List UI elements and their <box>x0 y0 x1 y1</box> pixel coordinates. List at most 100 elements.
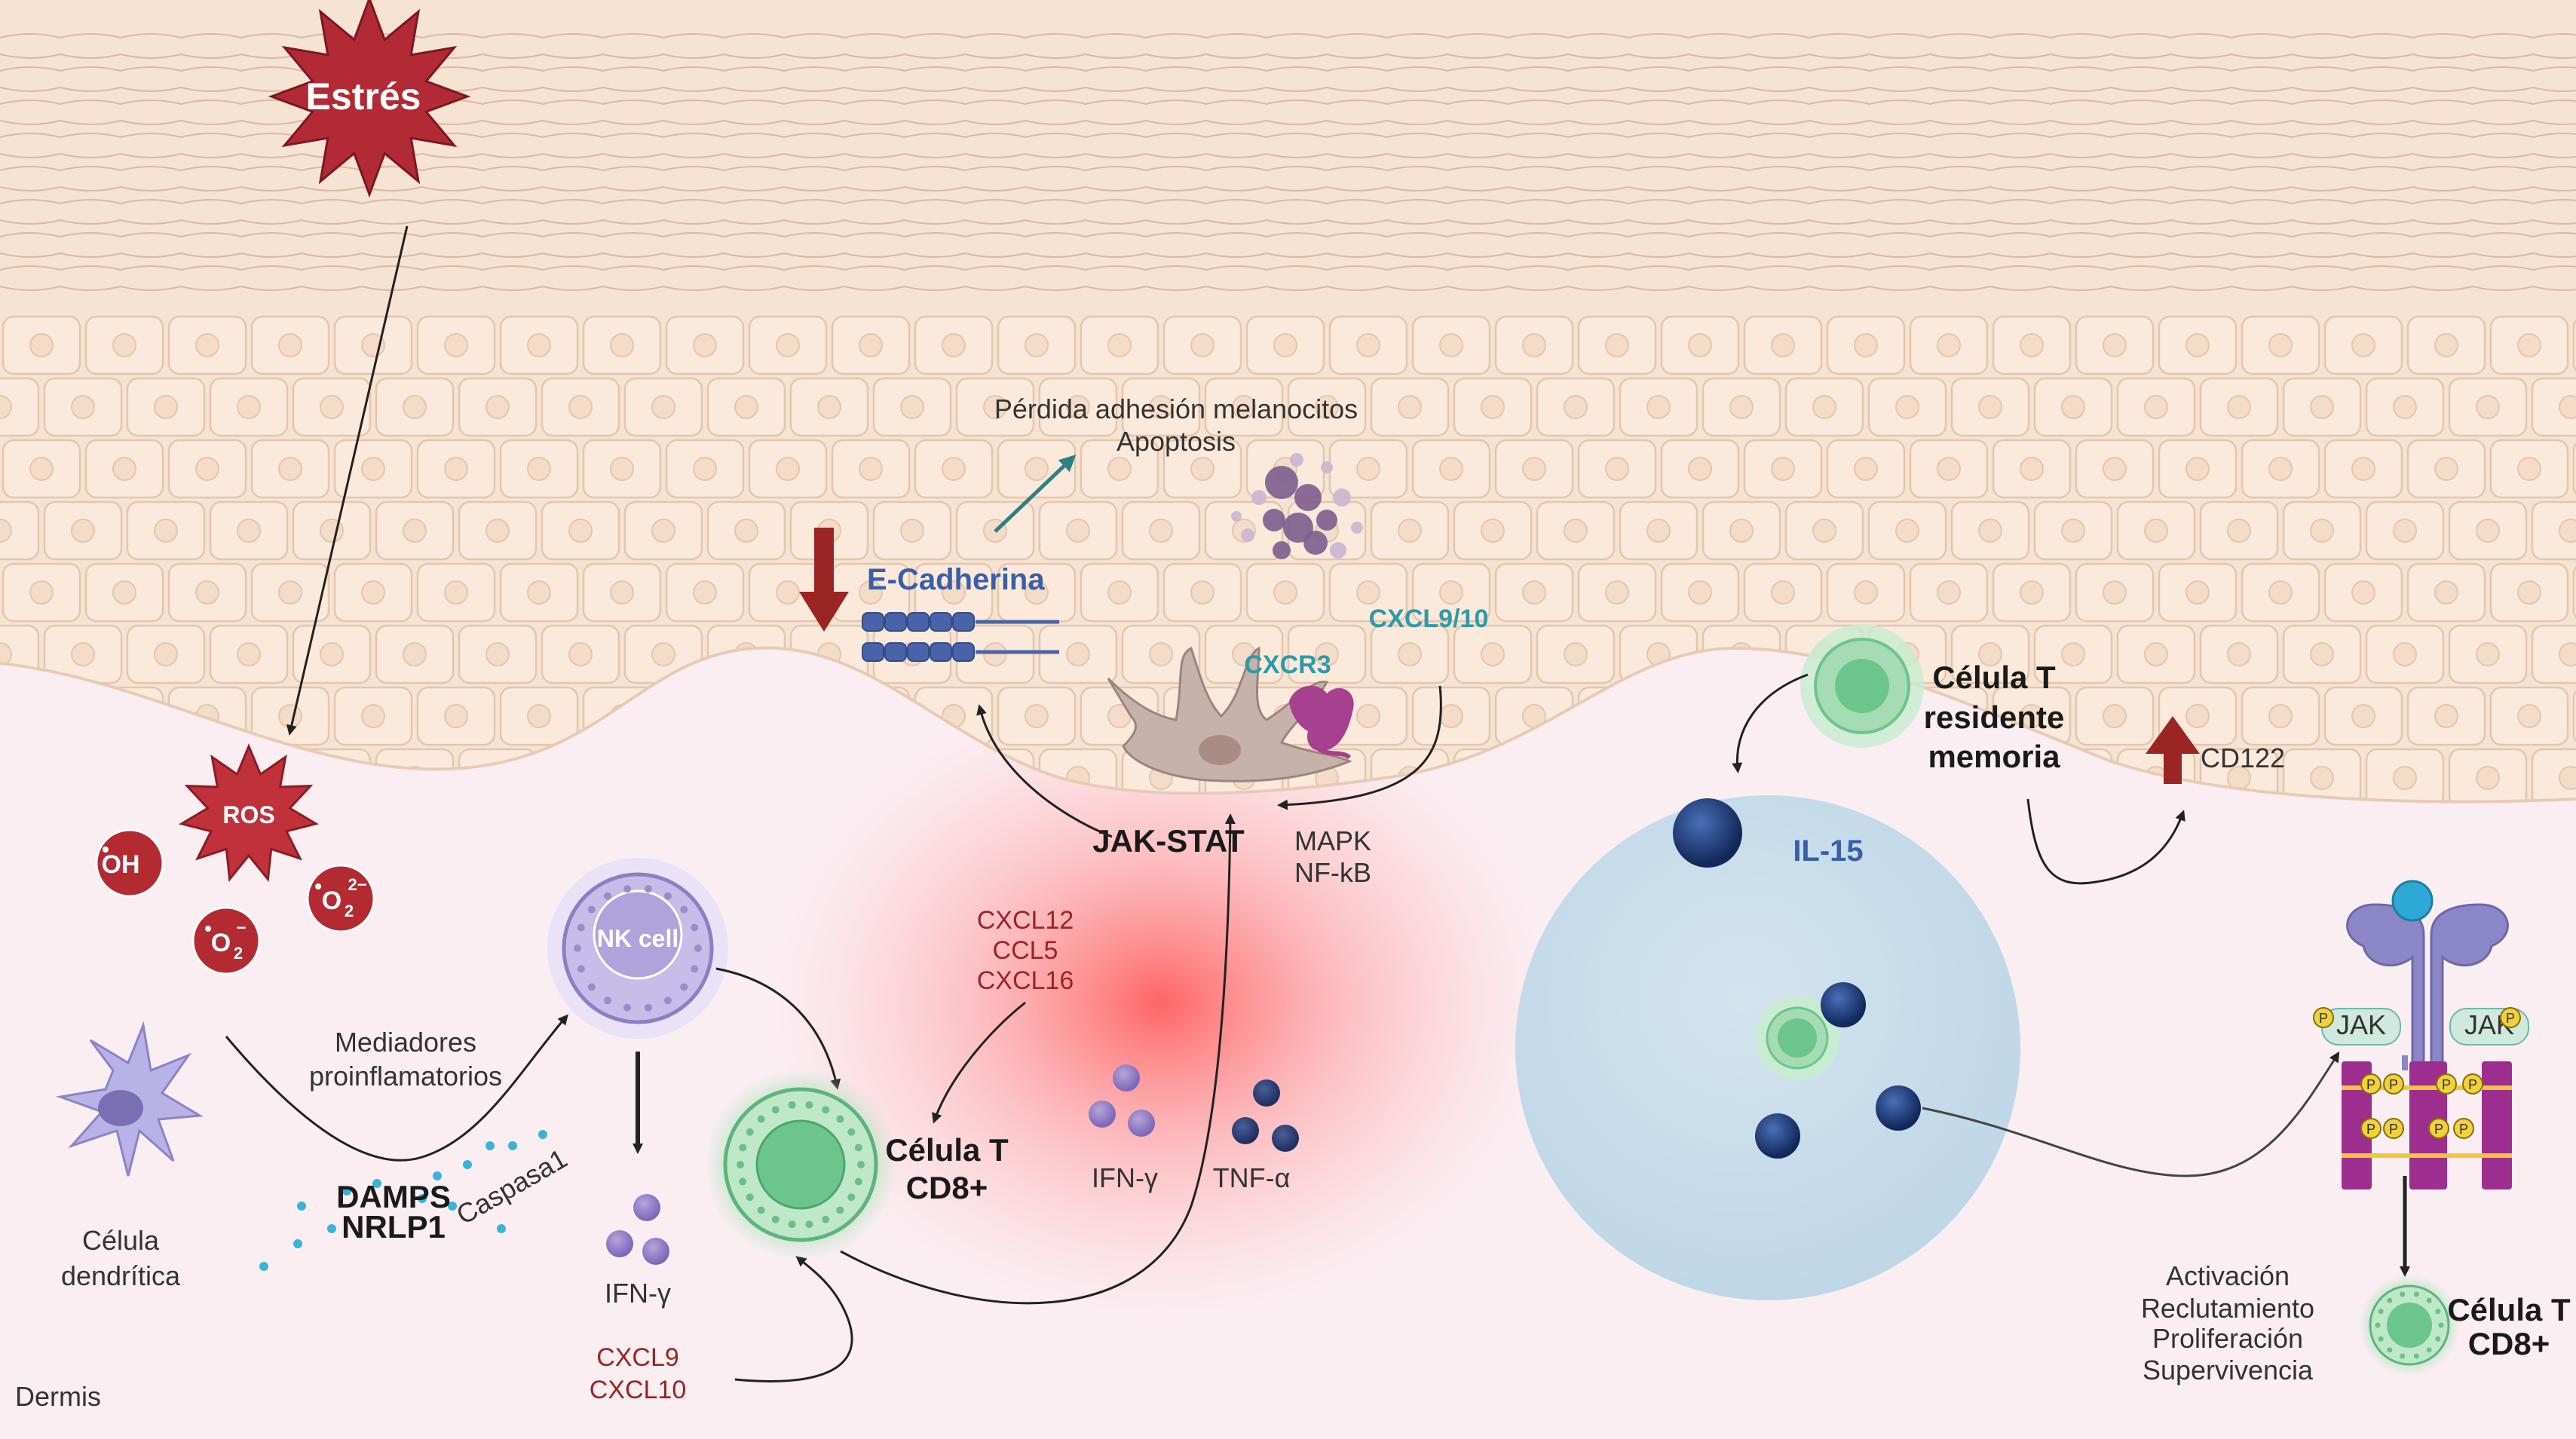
svg-text:E-Cadherina: E-Cadherina <box>867 563 1045 596</box>
svg-text:P: P <box>2319 1011 2328 1026</box>
svg-text:O: O <box>211 929 231 957</box>
svg-text:Dermis: Dermis <box>15 1381 101 1412</box>
ros-burst: ROS <box>179 743 319 883</box>
ifng-left-molecules <box>606 1194 669 1265</box>
cxcl-to-tcell-arrow <box>734 1256 853 1382</box>
svg-text:DAMPS: DAMPS <box>336 1179 451 1214</box>
svg-text:dendrítica: dendrítica <box>61 1260 181 1291</box>
svg-text:Célula: Célula <box>82 1225 160 1256</box>
stress-burst: Estrés <box>268 0 471 198</box>
oh-radical: OH <box>95 828 164 898</box>
svg-text:CXCL9: CXCL9 <box>596 1343 679 1372</box>
peroxide-radical: O 2 2− <box>306 864 375 933</box>
svg-text:proinflamatorios: proinflamatorios <box>309 1061 502 1091</box>
jakstat-arrow <box>976 704 1113 838</box>
svg-text:P: P <box>2459 1122 2468 1137</box>
apoptotic-body <box>1231 453 1363 559</box>
svg-text:P: P <box>2506 1011 2515 1026</box>
cd8-tcell-center <box>704 1068 897 1261</box>
svg-text:P: P <box>2468 1077 2477 1092</box>
nk-cell: NK cell <box>547 858 728 1039</box>
svg-text:P: P <box>2389 1077 2398 1092</box>
svg-text:IFN-γ: IFN-γ <box>605 1278 671 1309</box>
svg-text:NK cell: NK cell <box>597 925 678 952</box>
superoxide-radical: O 2 − <box>191 906 261 975</box>
il15-presenting-cell <box>1755 996 1839 1080</box>
mapk-arrow <box>1277 685 1442 810</box>
svg-text:IL-15: IL-15 <box>1793 834 1863 868</box>
ecadherin-molecules <box>862 612 1059 662</box>
cd8-tcell-right <box>2358 1274 2461 1376</box>
svg-text:Mediadores: Mediadores <box>335 1027 476 1058</box>
basement-membrane <box>0 646 2576 804</box>
svg-text:Célula T: Célula T <box>885 1132 1009 1168</box>
ecadherin-down-arrow <box>799 528 849 632</box>
svg-text:Reclutamiento: Reclutamiento <box>2141 1293 2314 1324</box>
il15-receptor <box>2342 880 2512 1189</box>
svg-text:IFN-γ: IFN-γ <box>1092 1162 1158 1193</box>
svg-text:NF-kB: NF-kB <box>1294 857 1371 888</box>
trm-to-il15-arrow <box>1732 673 1809 773</box>
svg-text:Pérdida adhesión melanocitos: Pérdida adhesión melanocitos <box>994 393 1358 424</box>
svg-text:Supervivencia: Supervivencia <box>2143 1355 2314 1385</box>
melanocyte <box>1107 646 1352 782</box>
svg-text:JAK: JAK <box>2336 1009 2386 1040</box>
svg-text:Célula T: Célula T <box>1932 660 2056 695</box>
tcell-to-melanocyte-arrow <box>840 813 1236 1305</box>
svg-text:TNF-α: TNF-α <box>1213 1162 1291 1193</box>
svg-text:P: P <box>2366 1122 2375 1137</box>
svg-text:CD122: CD122 <box>2201 742 2285 773</box>
svg-text:memoria: memoria <box>1928 739 2060 774</box>
svg-text:−: − <box>237 918 247 937</box>
nk-to-tcell-arrow <box>715 967 841 1090</box>
svg-text:MAPK: MAPK <box>1294 825 1371 856</box>
svg-text:residente: residente <box>1924 700 2065 735</box>
inflammation-area <box>769 686 1553 1319</box>
svg-text:CXCR3: CXCR3 <box>1244 651 1331 679</box>
trm-cell <box>1800 624 1924 748</box>
svg-text:Proliferación: Proliferación <box>2152 1323 2303 1354</box>
svg-text:Apoptosis: Apoptosis <box>1116 426 1236 457</box>
svg-text:Célula T: Célula T <box>2447 1292 2571 1327</box>
cd122-arrow <box>2026 798 2185 885</box>
svg-text:CXCL10: CXCL10 <box>590 1376 687 1404</box>
il15-to-receptor-arrow <box>1922 1051 2340 1177</box>
tnfa-molecules <box>1232 1079 1299 1152</box>
svg-text:CXCL12: CXCL12 <box>977 906 1074 935</box>
svg-text:NRLP1: NRLP1 <box>342 1209 446 1245</box>
svg-text:ROS: ROS <box>222 801 274 828</box>
svg-text:P: P <box>2389 1122 2398 1137</box>
stress-arrow <box>286 225 409 736</box>
svg-text:2: 2 <box>345 902 354 920</box>
svg-text:CD8+: CD8+ <box>906 1170 988 1205</box>
il15-molecule <box>1755 1113 1800 1159</box>
svg-text:CD8+: CD8+ <box>2468 1326 2550 1361</box>
svg-text:P: P <box>2366 1077 2375 1092</box>
svg-text:P: P <box>2442 1077 2451 1092</box>
cd122-up-arrow <box>2146 716 2200 784</box>
il15-molecule <box>1673 798 1742 868</box>
svg-text:CXCL9/10: CXCL9/10 <box>1369 605 1489 633</box>
jak-left: JAK <box>2321 1008 2401 1046</box>
svg-text:2−: 2− <box>348 875 366 894</box>
svg-text:P: P <box>2434 1122 2443 1137</box>
svg-text:O: O <box>322 886 342 915</box>
svg-text:Activación: Activación <box>2166 1260 2290 1291</box>
svg-text:JAK-STAT: JAK-STAT <box>1092 823 1245 859</box>
chemokine-arrow <box>932 1001 1026 1124</box>
mediators-arrow <box>225 1014 568 1162</box>
svg-text:OH: OH <box>102 850 140 879</box>
cxcr3-receptor <box>1289 685 1354 760</box>
dendritic-cell <box>56 1021 204 1177</box>
svg-text:2: 2 <box>234 944 243 963</box>
ifng-center-molecules <box>1089 1064 1155 1137</box>
il15-molecule <box>1821 982 1866 1027</box>
damps-particles <box>259 1130 547 1271</box>
svg-text:CCL5: CCL5 <box>993 936 1058 965</box>
svg-text:CXCL16: CXCL16 <box>977 966 1074 995</box>
il15-molecule <box>1876 1085 1921 1131</box>
apoptosis-arrow <box>994 455 1077 533</box>
